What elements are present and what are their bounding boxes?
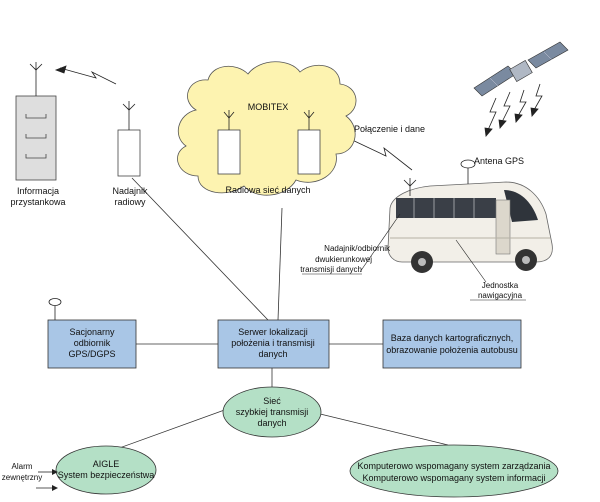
radio-transmitter [117,101,141,177]
network-ellipse [222,386,322,438]
satellite-signal-1-arrowhead [484,127,493,137]
satellite-panel-right-grid [543,51,553,61]
connector-lines [99,177,449,456]
info-panel-antenna-icon [29,62,43,71]
satellite-signal-2 [501,91,511,123]
satellite-signal-2-arrowhead [498,119,507,129]
map-db-box [382,319,522,369]
transmitter-label-line-1: Nadajnik [112,186,148,196]
transceiver-label-line-1: Nadajnik/odbiornik [324,244,391,253]
gps-receiver-antenna-icon [48,298,62,306]
network-line-1: Sieć [263,396,281,406]
fast-data-network: Sieć szybkiej transmisji danych [222,386,322,438]
transmitter-label-line-2: radiowy [114,197,146,207]
map-db-line-2: obrazowanie położenia autobusu [386,345,518,355]
info-label-line-2: przystankowa [10,197,65,207]
computer-systems-line-1: Komputerowo wspomagany system zarządzani… [357,461,550,471]
gps-receiver-line-1: Sacjonarny [69,327,115,337]
server-line-3: danych [258,349,287,359]
alarm-label-line-1: Alarm [12,462,33,471]
server-box [217,319,330,369]
satellite-signals [484,83,543,137]
satellite-signal-1 [487,97,497,131]
cloud-device-left-antenna-icon [223,110,235,119]
leader-transceiver [359,213,401,273]
external-alarm: Alarm zewnętrzny [2,462,58,491]
bus-windshield [504,190,538,222]
alarm-arrow-1-head [52,469,58,475]
map-db-line-1: Baza danych kartograficznych, [391,333,514,343]
computer-systems-ellipse [349,444,559,498]
signal-zigzag-info [59,67,117,85]
satellite-signal-4-arrowhead [530,107,539,117]
line-cloud-server [277,207,283,321]
gps-satellite [473,41,569,97]
bus-stop-info-panel [15,62,57,181]
satellite-signal-4 [533,83,543,111]
alarm-label-line-2: zewnętrzny [2,473,42,482]
leader-nav-unit [455,239,487,283]
map-database: Baza danych kartograficznych, obrazowani… [382,319,522,369]
gps-receiver: Sacjonarny odbiornik GPS/DGPS [47,298,137,369]
alarm-arrow-2-head [52,485,58,491]
connection-label: Połączenie i dane [354,124,425,134]
server-line-2: położenia i transmisji [231,338,315,348]
antenna-gps-label: Antena GPS [474,156,524,166]
aigle-line-2: System bezpieczeństwa [58,470,155,480]
cloud-device-right-antenna-icon [303,110,315,119]
info-panel-row-2 [25,134,47,139]
transmitter-body [117,129,141,177]
bus [387,159,553,273]
gps-receiver-line-2: odbiornik [74,338,111,348]
info-panel-row-3 [25,154,47,159]
signal-arrowhead-info [54,65,67,74]
bus-wheel-front-hub [522,256,530,264]
satellite-panel-left-grid [489,77,499,87]
nav-unit-label-line-2: nawigacyjna [478,291,523,300]
line-network-computer [311,411,449,446]
network-line-2: szybkiej transmisji [236,407,309,417]
bus-wheel-rear-hub [418,258,426,266]
aigle-ellipse [55,445,157,495]
gps-receiver-box [47,319,137,369]
cloud-device-right [297,129,321,175]
cloud-shape [177,61,357,196]
info-label-line-1: Informacja [17,186,59,196]
transmitter-antenna-icon [122,101,136,111]
gps-receiver-line-3: GPS/DGPS [68,349,115,359]
bus-window-strip [396,198,496,218]
satellite-panel-left [473,65,517,97]
satellite-signal-3-arrowhead [514,113,523,123]
network-line-3: danych [257,418,286,428]
satellite-signal-3 [517,89,527,117]
info-panel-row-1 [25,114,47,119]
bus-antenna-icon [403,178,417,187]
computer-systems-line-2: Komputerowo wspomagany system informacji [362,473,545,483]
transceiver-label-line-2: dwukierunkowej [315,255,372,264]
signal-zigzag-bus [347,137,413,171]
nav-unit-label-line-1: Jednostka [482,281,519,290]
cloud-device-left [217,129,241,175]
satellite-panel-right [527,41,569,69]
computer-aided-systems: Komputerowo wspomagany system zarządzani… [349,444,559,498]
cloud-title: MOBITEX [248,102,289,112]
location-server: Serwer lokalizacji położenia i transmisj… [217,319,330,369]
mobitex-cloud [177,61,357,196]
server-line-1: Serwer lokalizacji [238,327,308,337]
satellite-body [509,60,533,82]
cloud-subtitle: Radiowa sieć danych [225,185,310,195]
aigle-security-system: AIGLE System bezpieczeństwa [55,445,157,495]
gps-antenna-icon [460,159,476,169]
line-transmitter-server [131,177,269,321]
bus-door [495,199,511,255]
transceiver-label-line-3: transmisji danych [300,265,362,274]
aigle-line-1: AIGLE [93,459,120,469]
